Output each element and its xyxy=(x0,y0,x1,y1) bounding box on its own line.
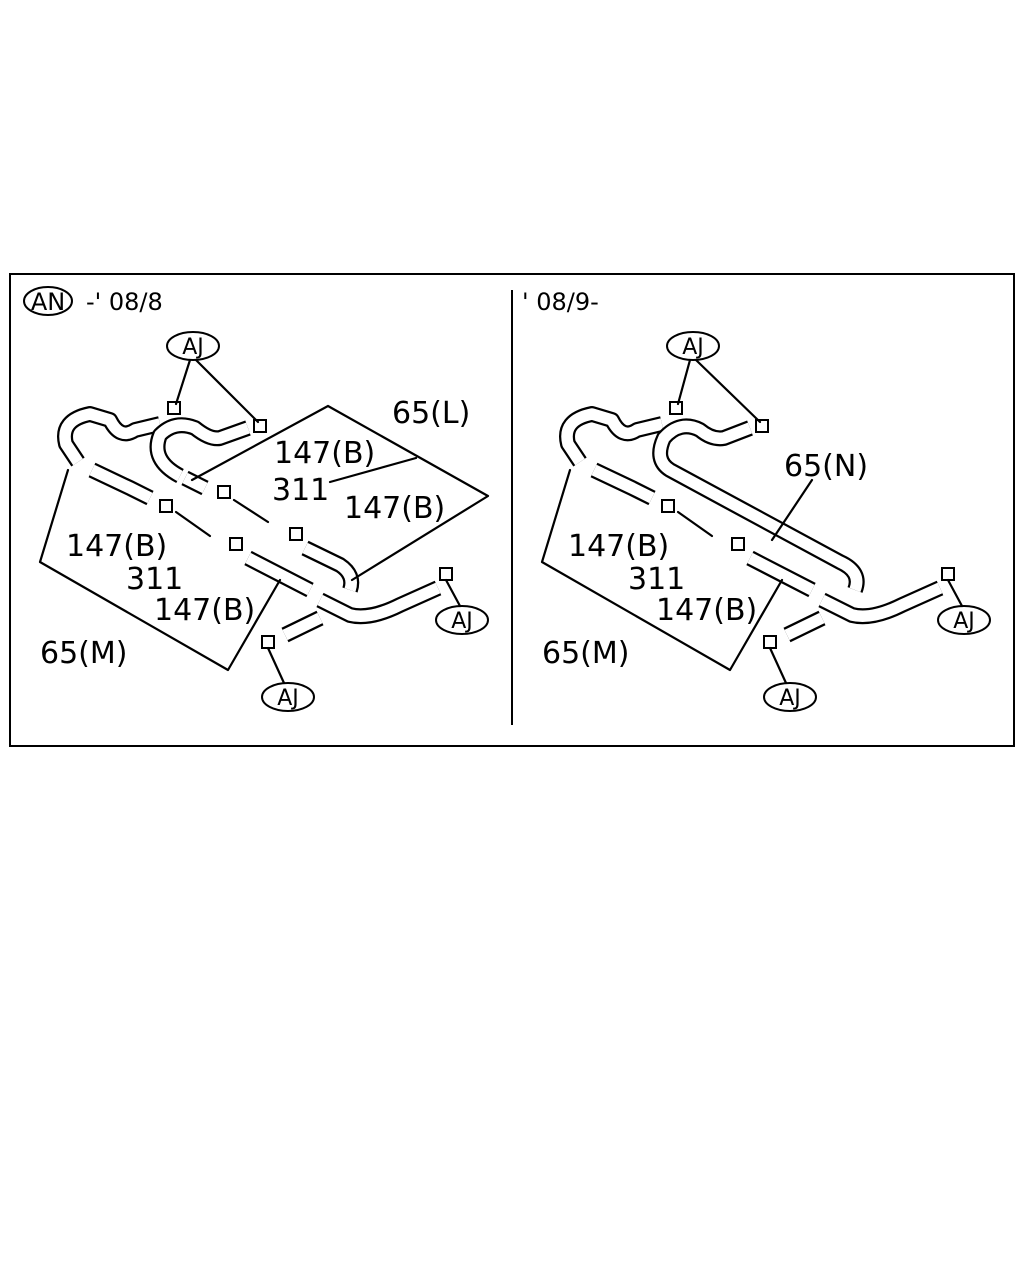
label-311-upper: 311 xyxy=(272,473,329,508)
clamps-right xyxy=(661,401,955,649)
bracket-65m xyxy=(540,468,784,672)
label-311-lower: 311 xyxy=(628,562,685,597)
svg-text:AJ: AJ xyxy=(277,686,299,711)
period-label: -' 08/8 xyxy=(86,288,163,316)
aj-tag-top: AJ xyxy=(666,331,762,424)
pipe-65n xyxy=(652,418,865,593)
label-65n: 65(N) xyxy=(784,449,868,484)
label-311-lower: 311 xyxy=(126,562,183,597)
svg-text:AJ: AJ xyxy=(779,686,801,711)
period-label: ' 08/9- xyxy=(522,288,599,316)
aj-tag-right: AJ xyxy=(937,578,991,635)
bracket-65l xyxy=(190,404,490,582)
diagram-frame xyxy=(9,273,1015,747)
svg-text:AJ: AJ xyxy=(182,335,204,360)
pipe-65m-left xyxy=(57,406,162,506)
svg-text:AJ: AJ xyxy=(682,335,704,360)
label-65l: 65(L) xyxy=(392,396,470,431)
clamps-left xyxy=(159,401,453,649)
bracket-65m xyxy=(38,468,282,672)
aj-tag-top: AJ xyxy=(166,331,260,424)
pipe-lower-right xyxy=(244,550,442,643)
label-147b-lower-2: 147(B) xyxy=(154,593,255,628)
label-65m: 65(M) xyxy=(40,636,127,671)
aj-tag-bottom: AJ xyxy=(763,646,817,712)
svg-text:AJ: AJ xyxy=(953,609,975,634)
label-147b-lower-1: 147(B) xyxy=(66,529,167,564)
pipe-65l xyxy=(149,417,360,593)
badge-oval xyxy=(23,286,73,316)
leader-65n xyxy=(770,478,814,542)
aj-tag-bottom: AJ xyxy=(261,646,315,712)
label-147b-upper-1: 147(B) xyxy=(274,436,375,471)
svg-text:AJ: AJ xyxy=(451,609,473,634)
badge-label: AN xyxy=(31,288,65,316)
label-147b-lower-1: 147(B) xyxy=(568,529,669,564)
pipe-65m-right xyxy=(559,406,664,506)
label-65m: 65(M) xyxy=(542,636,629,671)
label-147b-lower-2: 147(B) xyxy=(656,593,757,628)
panel-left: AN -' 08/8 xyxy=(23,286,490,712)
pipe-lower-right-2 xyxy=(746,550,944,643)
aj-tag-right: AJ xyxy=(435,578,489,635)
label-147b-upper-2: 147(B) xyxy=(344,491,445,526)
panel-right: ' 08/9- xyxy=(522,288,991,712)
